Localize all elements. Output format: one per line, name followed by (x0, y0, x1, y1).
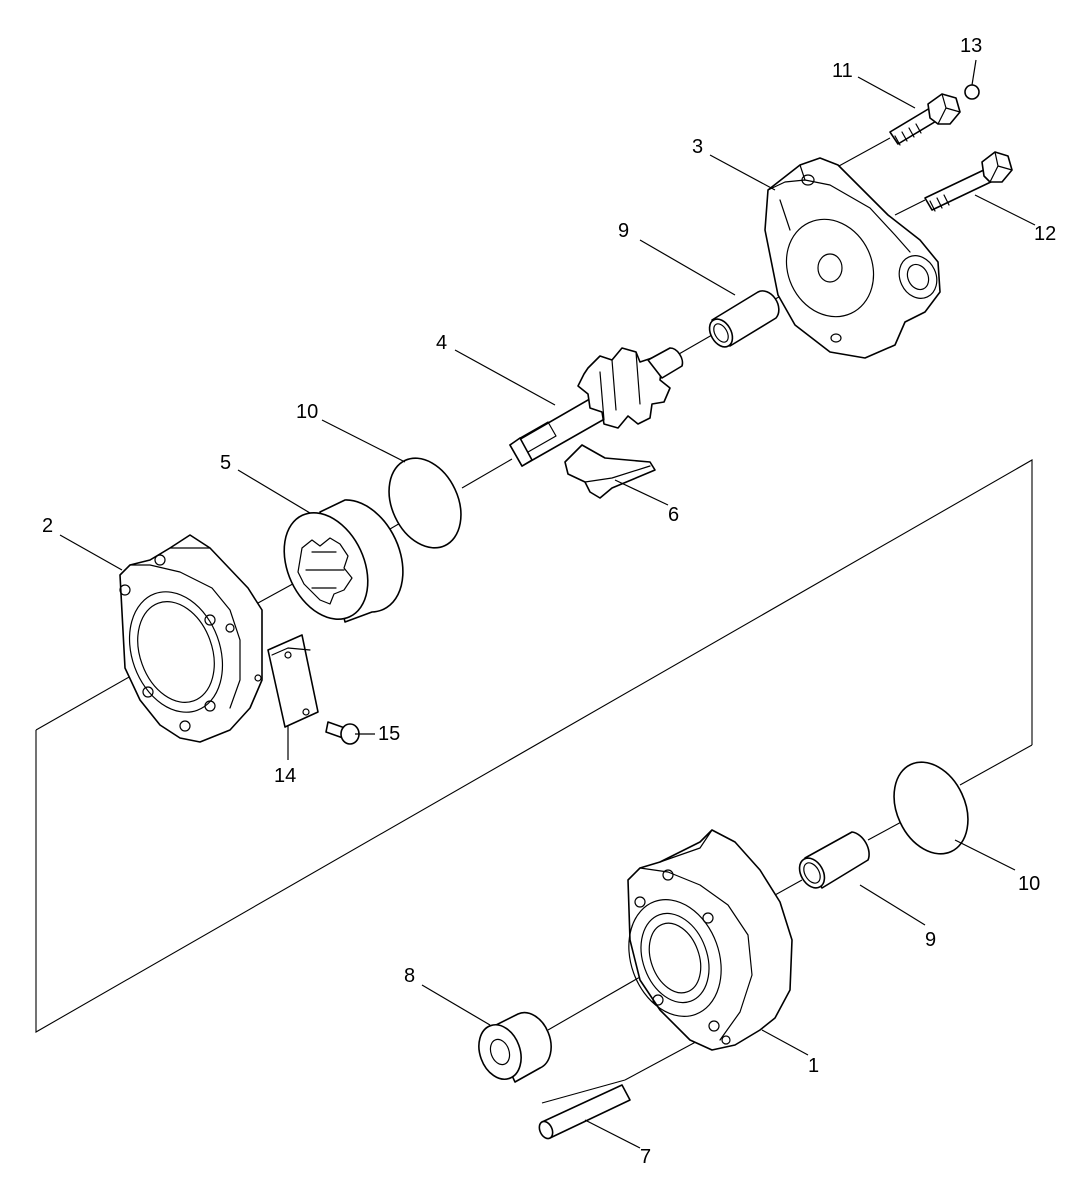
bushing-9-top (708, 290, 780, 348)
ball-13 (964, 84, 980, 100)
leader-lines (59, 59, 1036, 1149)
bushing-9-bottom (798, 831, 870, 889)
callout-6: 6 (668, 504, 679, 526)
callout-5: 5 (220, 452, 231, 474)
o-ring-10-bottom (893, 761, 969, 855)
callout-12: 12 (1034, 223, 1056, 245)
callout-2: 2 (42, 515, 53, 537)
bolt-12 (924, 151, 1013, 212)
bushing-8 (478, 1011, 552, 1083)
plate-14 (267, 634, 319, 728)
callout-14: 14 (274, 765, 296, 787)
pin-7 (538, 1084, 631, 1140)
front-body-2 (119, 534, 263, 743)
callout-8: 8 (404, 965, 415, 987)
bolt-11 (889, 93, 961, 146)
callout-4: 4 (436, 332, 447, 354)
callout-11: 11 (832, 60, 853, 82)
pump-body-1 (627, 829, 793, 1051)
callout-3: 3 (692, 136, 703, 158)
callout-7: 7 (640, 1146, 651, 1168)
callout-13: 13 (960, 35, 982, 57)
callout-15: 15 (378, 723, 400, 745)
key-6 (564, 444, 656, 499)
o-ring-10-top (388, 457, 462, 549)
callout-1: 1 (808, 1055, 819, 1077)
rear-cover-part (764, 157, 941, 359)
screw-15 (325, 721, 360, 745)
callouts: 1 2 3 4 5 6 7 8 9 9 10 10 11 12 13 14 15 (42, 35, 1056, 1168)
callout-9-top: 9 (618, 220, 629, 242)
callout-10-top: 10 (296, 401, 318, 423)
inner-rotor-5 (283, 499, 404, 623)
callout-10-bottom: 10 (1018, 873, 1040, 895)
callout-9-bottom: 9 (925, 929, 936, 951)
drive-gear-shaft (509, 347, 684, 467)
assembly-frame (35, 459, 1033, 1033)
